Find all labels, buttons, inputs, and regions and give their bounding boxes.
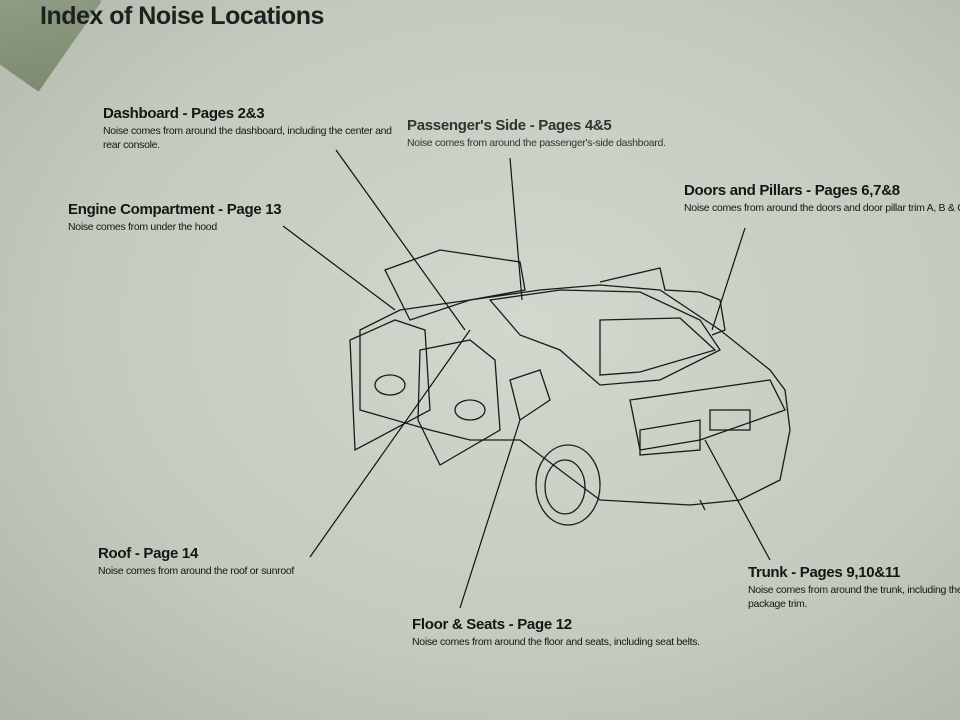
location-floor-seats: Floor & Seats - Page 12 Noise comes from… bbox=[412, 616, 722, 649]
location-description: Noise comes from around the floor and se… bbox=[412, 636, 700, 648]
location-heading: Trunk - Pages 9,10&11 bbox=[748, 564, 901, 581]
location-heading: Roof - Page 14 bbox=[98, 545, 198, 562]
location-heading: Dashboard - Pages 2&3 bbox=[103, 105, 265, 122]
car-outline bbox=[349, 249, 791, 526]
location-description: Noise comes from around the passenger's-… bbox=[407, 137, 666, 149]
location-dashboard: Dashboard - Pages 2&3 Noise comes from a… bbox=[103, 105, 393, 152]
leader-floor bbox=[459, 419, 521, 609]
location-description: Noise comes from around the trunk, inclu… bbox=[748, 584, 960, 610]
leader-lines bbox=[282, 149, 771, 609]
location-passenger-side: Passenger's Side - Pages 4&5 Noise comes… bbox=[407, 117, 727, 150]
location-trunk: Trunk - Pages 9,10&11 Noise comes from a… bbox=[748, 564, 960, 611]
leader-doors bbox=[711, 227, 746, 331]
location-engine-compartment: Engine Compartment - Page 13 Noise comes… bbox=[68, 201, 328, 234]
location-heading: Floor & Seats - Page 12 bbox=[412, 616, 572, 633]
location-heading: Doors and Pillars - Pages 6,7&8 bbox=[684, 182, 900, 199]
leader-trunk bbox=[704, 439, 771, 561]
leader-roof bbox=[309, 329, 471, 558]
location-heading: Engine Compartment - Page 13 bbox=[68, 201, 282, 218]
location-description: Noise comes from around the doors and do… bbox=[684, 202, 960, 214]
location-description: Noise comes from around the roof or sunr… bbox=[98, 565, 295, 577]
location-heading: Passenger's Side - Pages 4&5 bbox=[407, 117, 612, 134]
leader-engine bbox=[282, 225, 396, 311]
leader-dashboard bbox=[335, 149, 466, 331]
page-title: Index of Noise Locations bbox=[40, 2, 324, 30]
location-doors-pillars: Doors and Pillars - Pages 6,7&8 Noise co… bbox=[684, 182, 960, 215]
leader-passenger bbox=[509, 157, 523, 301]
location-description: Noise comes from under the hood bbox=[68, 221, 217, 233]
location-description: Noise comes from around the dashboard, i… bbox=[103, 125, 392, 151]
location-roof: Roof - Page 14 Noise comes from around t… bbox=[98, 545, 378, 578]
